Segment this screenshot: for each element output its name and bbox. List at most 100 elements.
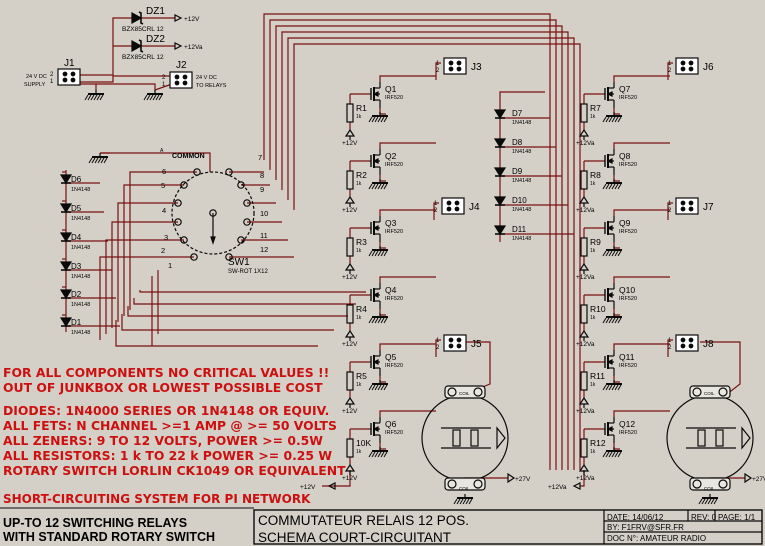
rail-label: +12V — [342, 408, 358, 415]
ground-hatch — [614, 384, 619, 391]
connector-pin — [680, 337, 686, 343]
relay-pointer — [741, 426, 751, 450]
ground-hatch — [371, 183, 376, 190]
ground-hatch — [608, 317, 613, 324]
ground-hatch — [368, 384, 373, 391]
diode-part: 1N4148 — [71, 187, 90, 193]
connector-j3 — [443, 57, 467, 75]
ground-hatch — [374, 384, 379, 391]
switch-wiper-tip — [210, 236, 216, 245]
source-wire — [379, 175, 386, 182]
switch-position-label: 2 — [161, 246, 165, 255]
switch-position-label: 1 — [168, 261, 172, 270]
gate-wire — [115, 320, 318, 347]
connector-pin — [454, 206, 460, 212]
rail-arrowhead — [578, 128, 590, 137]
connector-wire — [433, 202, 439, 220]
note-line: ALL FETS: N CHANNEL >=1 AMP @ >= 50 VOLT… — [3, 418, 337, 433]
title-block-rev: REV: 0 — [691, 513, 717, 522]
diode-d9 — [493, 167, 507, 178]
switch-common-label: COMMON — [172, 153, 205, 160]
diode-ref: D11 — [512, 225, 527, 234]
mosfet-q2 — [370, 149, 381, 175]
ground-hatch — [468, 498, 473, 505]
mosfet-q12 — [604, 417, 615, 443]
ground-hatch — [380, 250, 385, 257]
connector-pin — [62, 71, 68, 77]
relay-pointer — [496, 426, 506, 450]
relay-coil — [452, 429, 461, 447]
ground-hatch — [368, 317, 373, 324]
ground-hatch — [143, 94, 148, 101]
diode-triangle — [59, 317, 73, 328]
bus-wire — [263, 13, 551, 470]
diode-ref: D9 — [512, 167, 523, 176]
ground-fet — [602, 179, 622, 190]
diode-triangle — [59, 261, 73, 272]
ground-hatch — [96, 94, 101, 101]
ground-hatch — [383, 116, 388, 123]
diode-d11 — [493, 225, 507, 236]
ground-hatch — [614, 317, 619, 324]
mosfet-ref: Q1 — [385, 84, 397, 94]
source-wire — [379, 376, 386, 383]
ground-hatch — [377, 384, 382, 391]
ground-hatch — [374, 116, 379, 123]
switch-body — [171, 171, 255, 255]
switch-position-label: 5 — [161, 181, 165, 190]
resistor-value: 1k — [590, 315, 596, 321]
ground-fet — [602, 313, 622, 324]
mosfet-part: IRF520 — [385, 430, 403, 436]
ground-hatch — [371, 384, 376, 391]
connector-pin — [456, 337, 462, 343]
rail-arrowhead — [572, 482, 581, 490]
connector-pin-label: 2 — [50, 72, 54, 78]
mosfet-q11 — [604, 350, 615, 376]
connector-ref: J1 — [64, 58, 75, 69]
zener-ref: DZ1 — [146, 6, 165, 17]
connector-body — [443, 334, 467, 352]
ground-hatch — [608, 116, 613, 123]
ground-hatch — [462, 498, 467, 505]
title-block-page: PAGE: 1/1 — [718, 513, 756, 522]
resistor-value: 1k — [590, 449, 596, 455]
connector-pin-label: 1 — [50, 79, 54, 85]
mosfet-ref: Q9 — [619, 218, 631, 228]
relay-coil-label: COIL — [704, 391, 715, 396]
connector-pin — [688, 60, 694, 66]
ground-hatch — [605, 384, 610, 391]
relay-screw — [692, 387, 702, 397]
ground-hatch — [158, 94, 163, 101]
j2-description: 24 V DC — [196, 75, 217, 81]
source-wire — [613, 309, 620, 316]
mosfet-q1 — [370, 82, 381, 108]
mosfet-part: IRF520 — [385, 95, 403, 101]
connector-ref: J6 — [703, 62, 714, 73]
mosfet-part: IRF520 — [385, 363, 403, 369]
mosfet-ref: Q10 — [619, 285, 635, 295]
source-wire — [613, 443, 620, 450]
diode-part: 1N4148 — [512, 207, 531, 213]
resistor-r4 — [346, 304, 354, 324]
ground-hatch — [380, 116, 385, 123]
ground-hatch — [713, 498, 718, 505]
zener-triangle — [131, 11, 143, 25]
resistor-ref: R8 — [590, 170, 601, 180]
drain-wire — [379, 209, 436, 216]
rail-label: +12V — [342, 207, 358, 214]
rail-arrowhead — [578, 396, 590, 405]
mosfet-q10 — [604, 283, 615, 309]
ground-fet — [368, 447, 388, 458]
switch-position-label: 9 — [260, 185, 264, 194]
source-wire — [379, 108, 386, 115]
relay-screw — [447, 387, 457, 397]
ground-hatch — [368, 451, 373, 458]
ground-hatch — [155, 94, 160, 101]
rail-wire — [322, 470, 351, 487]
ground-wire — [96, 83, 173, 91]
resistor-ref: R9 — [590, 237, 601, 247]
connector-pin — [448, 337, 454, 343]
connector-pin-label: 1 — [668, 201, 672, 207]
source-wire — [379, 309, 386, 316]
gate-wire — [139, 290, 366, 293]
